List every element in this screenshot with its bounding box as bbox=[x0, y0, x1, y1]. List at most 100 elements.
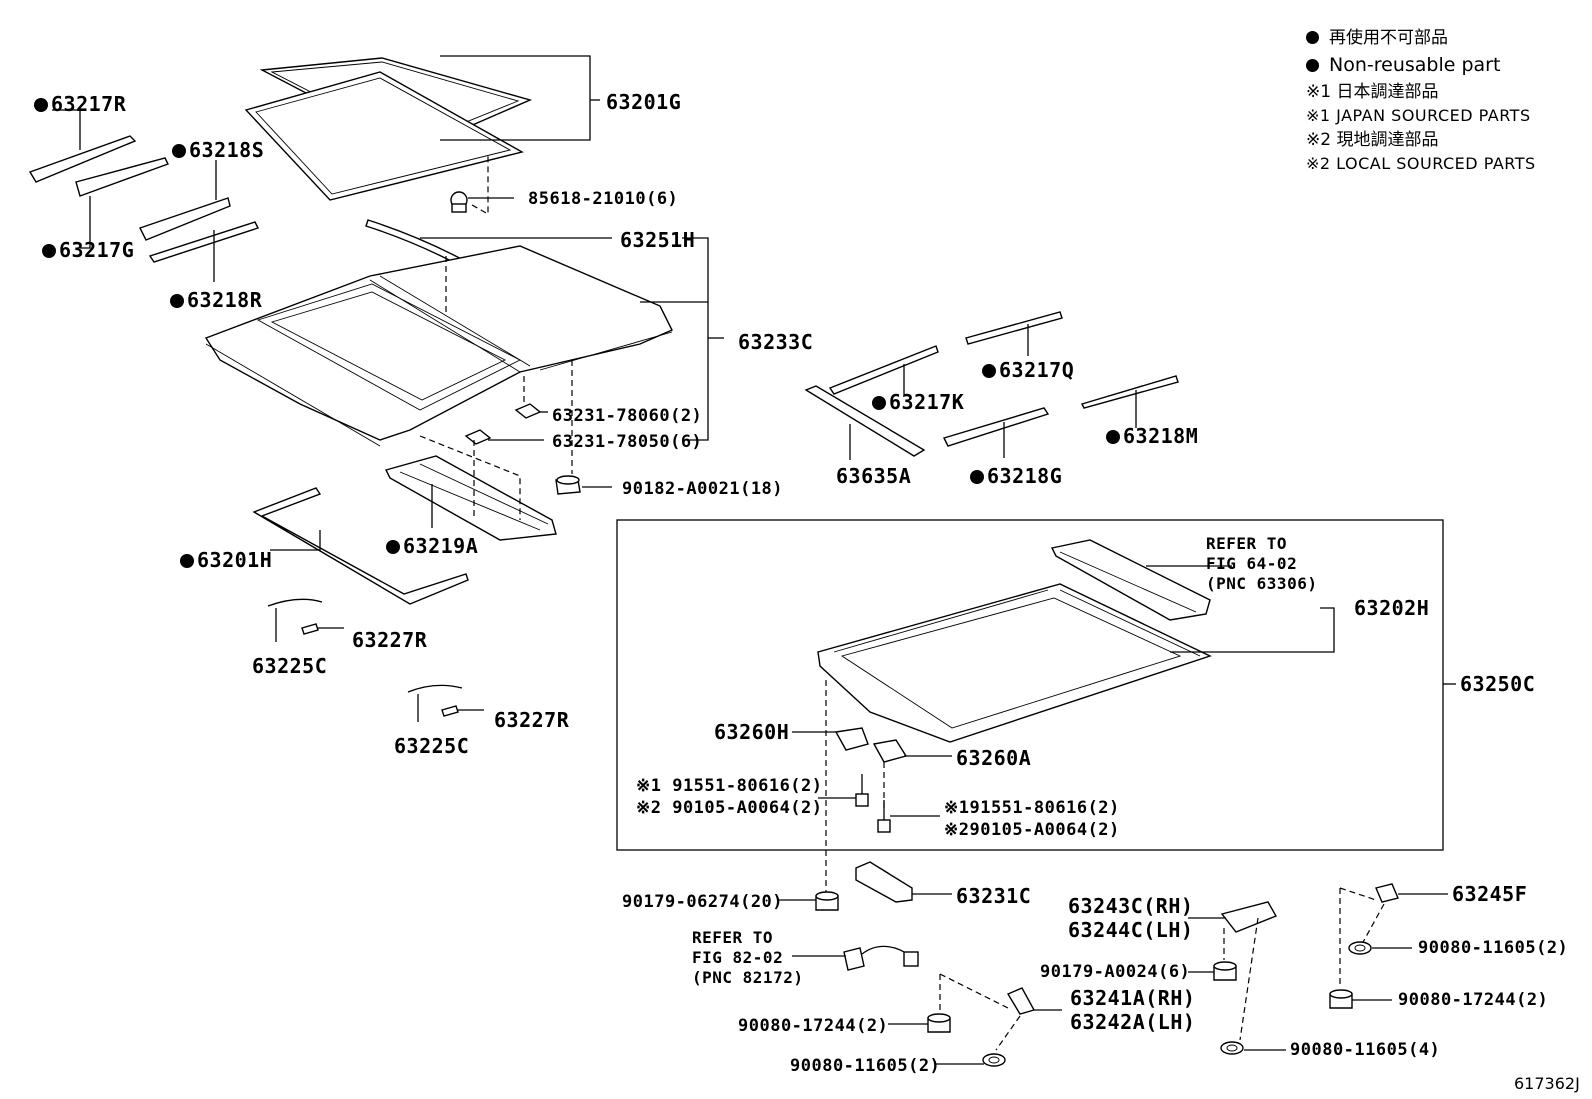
legend-non-reusable-jp: 再使用不可部品 bbox=[1306, 30, 1448, 47]
bracket-63231C-part bbox=[855, 861, 913, 903]
label-90080-11605-left: 90080-11605(2) bbox=[790, 1056, 941, 1076]
motor-63260A-part bbox=[872, 739, 908, 763]
nut-90080-17244-right-part bbox=[1329, 989, 1353, 1009]
non-reusable-icon bbox=[982, 364, 996, 378]
label-63201H: 63201H bbox=[180, 550, 272, 570]
legend-note1-en: ※1 JAPAN SOURCED PARTS bbox=[1306, 106, 1531, 125]
motor-63260H-part bbox=[834, 727, 869, 751]
label-63225C-1: 63225C bbox=[252, 654, 328, 678]
label-63201G: 63201G bbox=[606, 90, 682, 114]
housing-assembly-box bbox=[616, 519, 1444, 851]
label-63218M: 63218M bbox=[1106, 426, 1198, 446]
washer-90080-11605-left-part bbox=[982, 1053, 1006, 1067]
strip-63217R-part bbox=[28, 135, 137, 183]
arc-63225C-part bbox=[267, 598, 323, 607]
clip-63227R-part bbox=[301, 623, 319, 635]
label-63225C-2: 63225C bbox=[394, 734, 470, 758]
clip-63241A-part bbox=[1006, 987, 1036, 1015]
label-63231-78050: 63231-78050(6) bbox=[552, 432, 703, 452]
label-63218R: 63218R bbox=[170, 290, 262, 310]
non-reusable-icon bbox=[386, 540, 400, 554]
nut-90080-17244-left-part bbox=[927, 1013, 951, 1033]
label-bolt-left-1: ※1 91551-80616(2) bbox=[636, 776, 823, 796]
label-63217Q: 63217Q bbox=[982, 360, 1074, 380]
label-90182: 90182-A0021(18) bbox=[622, 479, 784, 499]
nut-90179-06274-part bbox=[815, 891, 839, 911]
label-63219A: 63219A bbox=[386, 536, 478, 556]
label-63251H: 63251H bbox=[620, 228, 696, 252]
non-reusable-icon bbox=[1106, 430, 1120, 444]
label-63635A: 63635A bbox=[836, 464, 912, 488]
label-90080-11605-right: 90080-11605(2) bbox=[1418, 938, 1569, 958]
frame-63202H-part bbox=[817, 583, 1212, 743]
figure-code: 617362J bbox=[1514, 1074, 1580, 1093]
clip-85618-part bbox=[450, 191, 468, 213]
strip-63218R-part bbox=[148, 221, 259, 263]
strip-63217G-part bbox=[75, 157, 169, 197]
legend-note2-en: ※2 LOCAL SOURCED PARTS bbox=[1306, 154, 1536, 173]
label-63242A: 63242A(LH) bbox=[1070, 1010, 1196, 1034]
label-63231-78060: 63231-78060(2) bbox=[552, 406, 703, 426]
label-63260A: 63260A bbox=[956, 746, 1032, 770]
label-63243C: 63243C(RH) bbox=[1068, 894, 1194, 918]
label-bolt-left-2: ※2 90105-A0064(2) bbox=[636, 798, 823, 818]
label-90080-17244-right: 90080-17244(2) bbox=[1398, 990, 1549, 1010]
non-reusable-icon bbox=[170, 294, 184, 308]
bracket-63243C-part bbox=[1220, 901, 1278, 933]
label-90179-A0024: 90179-A0024(6) bbox=[1040, 962, 1191, 982]
nut-90182-part bbox=[555, 475, 581, 495]
label-90080-17244-left: 90080-17244(2) bbox=[738, 1016, 889, 1036]
legend-note1-jp: ※1 日本調達部品 bbox=[1306, 82, 1439, 102]
glass-panel-part bbox=[244, 71, 524, 201]
label-63218S: 63218S bbox=[172, 140, 264, 160]
seal-63201H-part bbox=[252, 487, 469, 605]
label-63245F: 63245F bbox=[1452, 882, 1528, 906]
strip-63218G-part bbox=[943, 407, 1050, 447]
clip-63227R-part-2 bbox=[441, 705, 459, 717]
bolt-left-part bbox=[855, 774, 869, 807]
non-reusable-icon bbox=[172, 144, 186, 158]
label-90179-06274: 90179-06274(20) bbox=[622, 892, 784, 912]
label-bolt-right-1: ※191551-80616(2) bbox=[944, 798, 1120, 818]
rail-63635A-part bbox=[804, 385, 926, 457]
non-reusable-icon bbox=[34, 98, 48, 112]
clip-63231-78050-part bbox=[464, 429, 492, 445]
label-85618: 85618-21010(6) bbox=[528, 189, 679, 209]
bullet-icon bbox=[1306, 59, 1319, 72]
non-reusable-icon bbox=[180, 554, 194, 568]
strip-63217K-part bbox=[828, 345, 939, 395]
clip-63245F-part bbox=[1375, 883, 1399, 903]
label-63217K: 63217K bbox=[872, 392, 964, 412]
label-63233C: 63233C bbox=[738, 330, 814, 354]
strip-63218M-part bbox=[1081, 375, 1179, 409]
label-bolt-right-2: ※290105-A0064(2) bbox=[944, 820, 1120, 840]
label-63217G: 63217G bbox=[42, 240, 134, 260]
label-63250C: 63250C bbox=[1460, 672, 1536, 696]
nut-90179-A0024-part bbox=[1213, 961, 1237, 981]
reinforcement-63219A-part bbox=[384, 455, 557, 541]
clip-63231-78060-part bbox=[514, 403, 542, 419]
non-reusable-icon bbox=[42, 244, 56, 258]
label-63244C: 63244C(LH) bbox=[1068, 918, 1194, 942]
strip-63217Q-part bbox=[965, 311, 1063, 345]
label-63241A: 63241A(RH) bbox=[1070, 986, 1196, 1010]
label-63227R-1: 63227R bbox=[352, 628, 428, 652]
bolt-right-part bbox=[877, 800, 891, 833]
label-63218G: 63218G bbox=[970, 466, 1062, 486]
legend-note2-jp: ※2 現地調達部品 bbox=[1306, 130, 1439, 150]
wire-harness-part bbox=[843, 945, 919, 971]
arc-63225C-part-2 bbox=[407, 684, 463, 693]
label-63227R-2: 63227R bbox=[494, 708, 570, 732]
bullet-icon bbox=[1306, 31, 1319, 44]
washer-90080-11605-right-part bbox=[1348, 941, 1372, 955]
label-90080-11605-4: 90080-11605(4) bbox=[1290, 1040, 1441, 1060]
non-reusable-icon bbox=[970, 470, 984, 484]
non-reusable-icon bbox=[872, 396, 886, 410]
roof-panel-part bbox=[204, 245, 673, 447]
strip-63218S-part bbox=[139, 197, 231, 241]
label-63231C: 63231C bbox=[956, 884, 1032, 908]
shade-roll-part bbox=[1050, 539, 1211, 621]
